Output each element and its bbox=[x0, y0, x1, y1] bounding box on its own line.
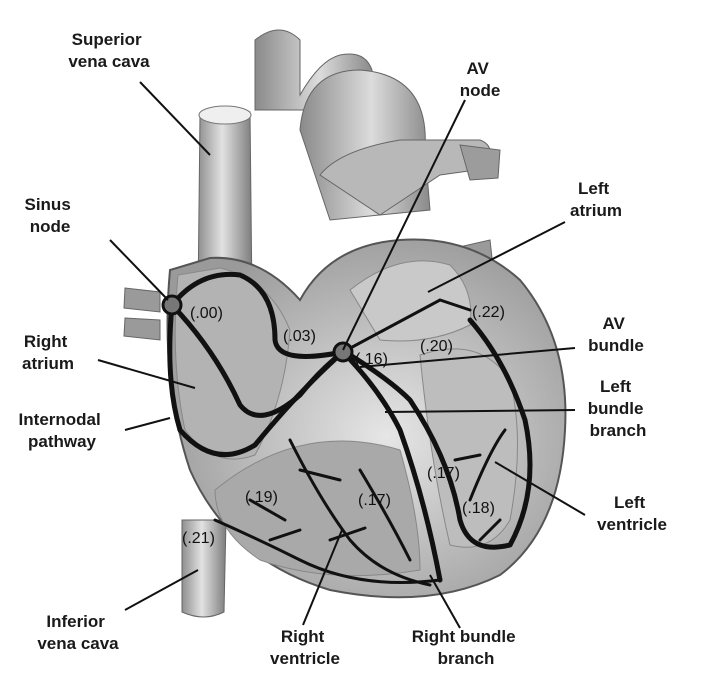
time-av-bundle: (.16) bbox=[355, 351, 388, 368]
label-inferior-vena-cava: Inferior vena cava bbox=[37, 612, 119, 653]
label-left-bundle-branch: Left bundle branch bbox=[588, 377, 648, 440]
time-sinus: (.00) bbox=[190, 305, 223, 322]
time-left-branch-top: (.20) bbox=[420, 338, 453, 355]
label-sinus-node: Sinus node bbox=[24, 195, 75, 236]
time-right-ventricle: (.19) bbox=[245, 489, 278, 506]
time-septum: (.17) bbox=[358, 492, 391, 509]
label-right-atrium: Right atrium bbox=[22, 332, 74, 373]
time-left-atrium-wall: (.22) bbox=[472, 304, 505, 321]
label-av-bundle: AV bundle bbox=[588, 314, 644, 355]
label-left-atrium: Left atrium bbox=[570, 179, 622, 220]
time-left-ventricle-low: (.18) bbox=[462, 500, 495, 517]
time-inferior: (.21) bbox=[182, 530, 215, 547]
av-node-marker bbox=[334, 343, 352, 361]
label-right-ventricle: Right ventricle bbox=[270, 627, 340, 668]
time-av-node: (.03) bbox=[283, 328, 316, 345]
label-left-ventricle: Left ventricle bbox=[597, 493, 667, 534]
label-superior-vena-cava: Superior vena cava bbox=[68, 30, 150, 71]
label-internodal-pathway: Internodal pathway bbox=[19, 410, 106, 451]
label-right-bundle-branch: Right bundle branch bbox=[412, 627, 521, 668]
time-left-ventricle-mid: (.17) bbox=[427, 465, 460, 482]
label-av-node: AV node bbox=[460, 59, 501, 100]
